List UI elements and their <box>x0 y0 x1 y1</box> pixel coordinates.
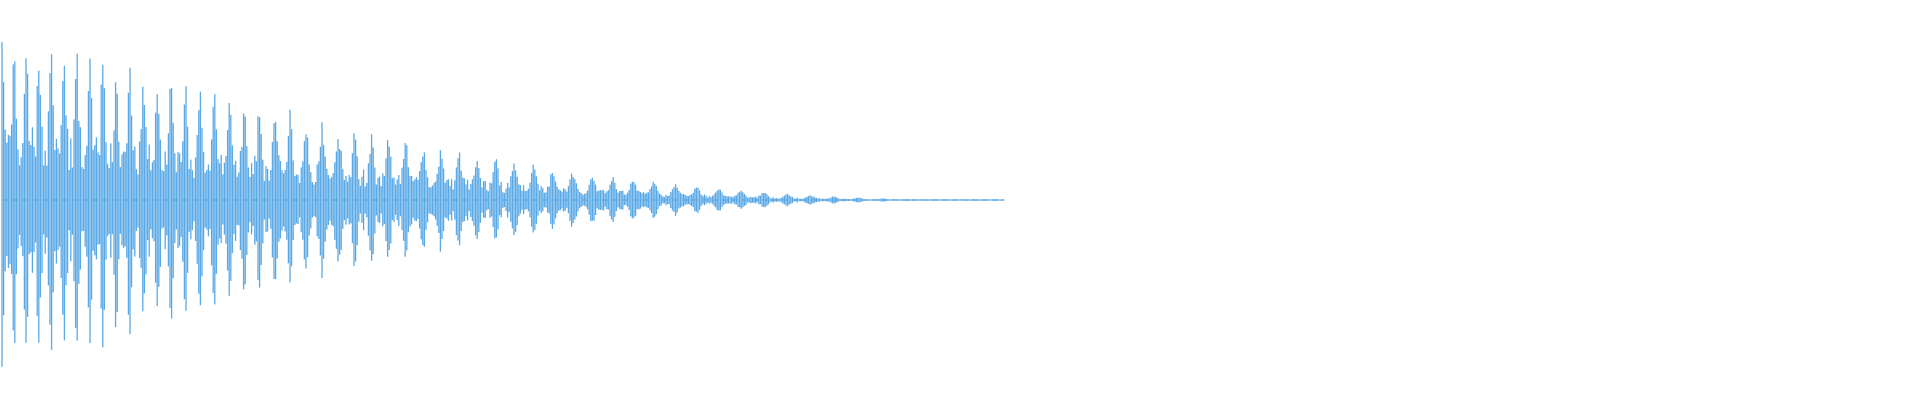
waveform-peaks <box>1 42 1005 367</box>
